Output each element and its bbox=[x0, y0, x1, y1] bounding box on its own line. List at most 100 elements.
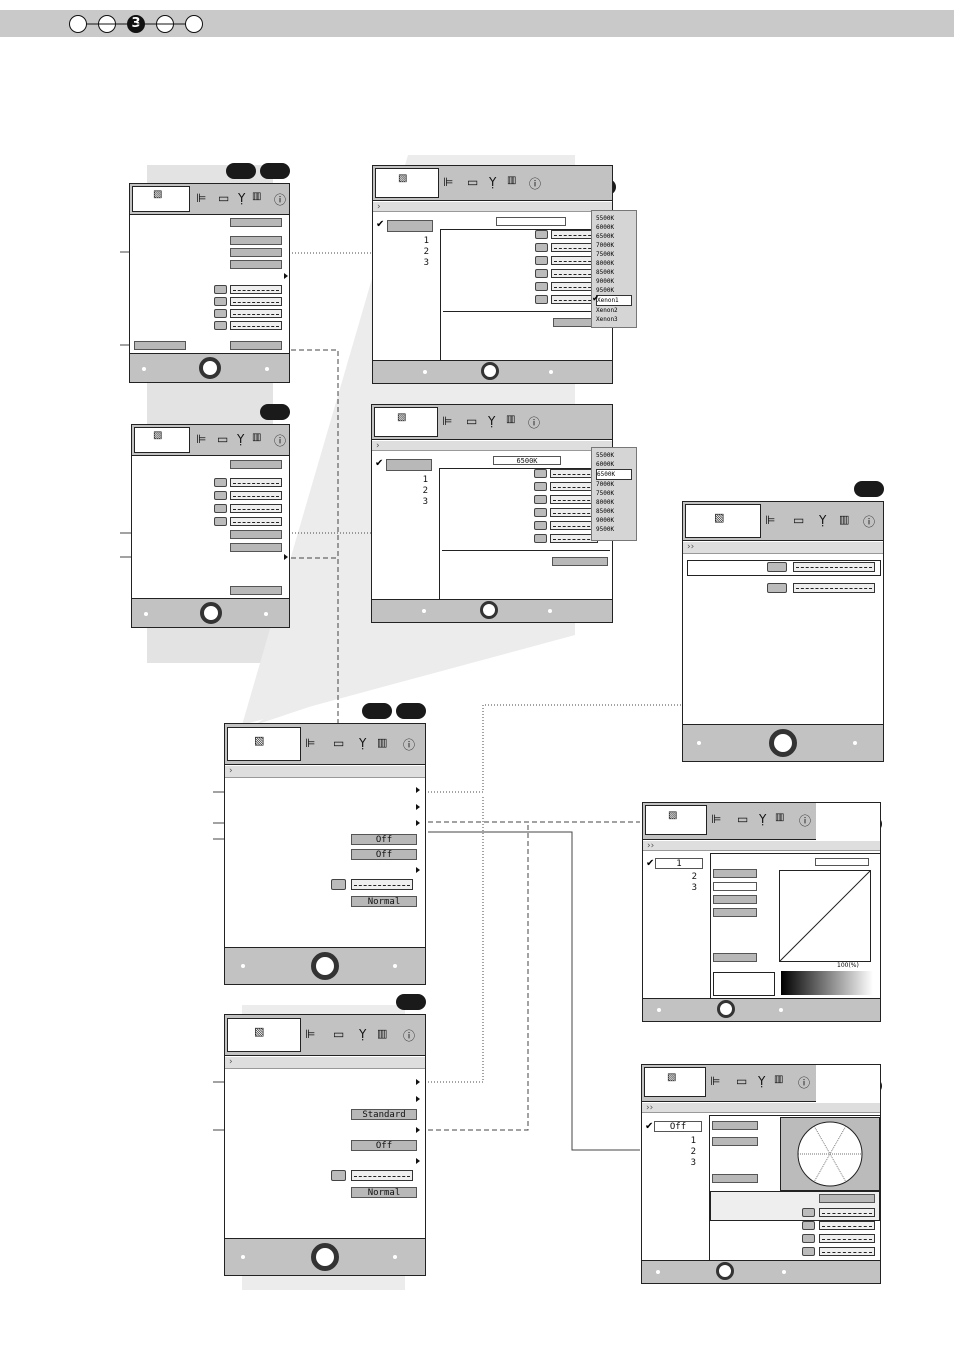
panel-icon[interactable]: ▥ bbox=[507, 175, 517, 186]
lifebuoy-icon[interactable] bbox=[480, 601, 498, 619]
value-field[interactable]: Off bbox=[351, 834, 417, 845]
input-icon[interactable]: ⊫ bbox=[442, 414, 453, 428]
tool-icon[interactable]: Ỵ bbox=[489, 175, 497, 189]
tool-icon[interactable]: Ỵ bbox=[819, 513, 827, 527]
lifebuoy-icon[interactable] bbox=[481, 362, 499, 380]
color-temp-dropdown[interactable]: 5500K 6000K 6500K 7000K 7500K 8000K 8500… bbox=[591, 210, 637, 328]
picture-tab[interactable]: ▧ bbox=[132, 186, 190, 212]
dropdown-option[interactable]: 6000K bbox=[596, 461, 615, 468]
value-field[interactable] bbox=[713, 953, 757, 962]
dropdown-option[interactable]: 6000K bbox=[596, 224, 615, 231]
dropdown-option[interactable]: 8000K bbox=[596, 499, 615, 506]
dropdown-option[interactable]: 9000K bbox=[596, 278, 615, 285]
dropdown-option-selected[interactable]: 6500K bbox=[596, 469, 632, 480]
input-icon[interactable]: ⊫ bbox=[305, 1027, 316, 1041]
dropdown-option[interactable]: 5500K bbox=[596, 215, 615, 222]
lifebuoy-icon[interactable] bbox=[716, 1262, 734, 1280]
value-field[interactable] bbox=[230, 460, 282, 469]
value-field[interactable] bbox=[230, 260, 282, 269]
screen-icon[interactable]: ▭ bbox=[217, 432, 229, 446]
screen-icon[interactable]: ▭ bbox=[737, 812, 749, 826]
slider[interactable] bbox=[230, 321, 282, 330]
dropdown-option[interactable]: Xenon2 bbox=[596, 307, 618, 314]
value-field[interactable] bbox=[712, 1137, 758, 1146]
slider[interactable] bbox=[819, 1208, 875, 1217]
value-field[interactable] bbox=[815, 858, 869, 866]
picture-tab[interactable]: ▧ bbox=[645, 805, 707, 835]
picture-tab[interactable]: ▧ bbox=[644, 1067, 706, 1097]
value-field[interactable]: Normal bbox=[351, 1187, 417, 1198]
value-field[interactable] bbox=[713, 882, 757, 891]
preset-field[interactable] bbox=[387, 220, 433, 232]
dropdown-option[interactable]: 9500K bbox=[596, 526, 615, 533]
dropdown-option[interactable]: 8500K bbox=[596, 269, 615, 276]
value-field[interactable]: Off bbox=[351, 1140, 417, 1151]
lifebuoy-icon[interactable] bbox=[769, 729, 797, 757]
slider[interactable] bbox=[351, 879, 413, 890]
picture-tab[interactable]: ▧ bbox=[685, 504, 761, 538]
screen-icon[interactable]: ▭ bbox=[736, 1074, 748, 1088]
dropdown-option[interactable]: 7500K bbox=[596, 490, 615, 497]
slider[interactable] bbox=[230, 309, 282, 318]
dropdown-option[interactable]: 5500K bbox=[596, 452, 615, 459]
panel-icon[interactable]: ▥ bbox=[377, 736, 388, 749]
screen-icon[interactable]: ▭ bbox=[793, 513, 805, 527]
value-field[interactable] bbox=[713, 895, 757, 904]
preset-field[interactable]: 1 bbox=[655, 858, 703, 869]
preset-field[interactable]: Off bbox=[654, 1121, 702, 1132]
value-field[interactable] bbox=[819, 1194, 875, 1203]
value-field[interactable] bbox=[712, 1174, 758, 1183]
panel-icon[interactable]: ▥ bbox=[839, 513, 850, 526]
screen-icon[interactable]: ▭ bbox=[466, 414, 478, 428]
color-temp-dropdown-2[interactable]: 5500K 6000K 6500K 7000K 7500K 8000K 8500… bbox=[591, 447, 637, 541]
slider[interactable] bbox=[793, 562, 875, 572]
slider[interactable] bbox=[793, 583, 875, 593]
slider[interactable] bbox=[230, 504, 282, 513]
slider[interactable] bbox=[351, 1170, 413, 1181]
input-icon[interactable]: ⊫ bbox=[710, 1074, 721, 1088]
value-field[interactable] bbox=[230, 530, 282, 539]
info-icon[interactable]: ⓘ bbox=[799, 814, 812, 828]
picture-tab[interactable]: ▧ bbox=[375, 168, 439, 198]
value-field[interactable] bbox=[230, 218, 282, 227]
info-icon[interactable]: ⓘ bbox=[798, 1076, 811, 1090]
dropdown-option[interactable]: 7000K bbox=[596, 481, 615, 488]
value-field[interactable] bbox=[712, 1121, 758, 1130]
slider[interactable] bbox=[230, 285, 282, 294]
lifebuoy-icon[interactable] bbox=[199, 357, 221, 379]
info-icon[interactable]: ⓘ bbox=[528, 416, 541, 430]
dropdown-option[interactable]: 9000K bbox=[596, 517, 615, 524]
screen-icon[interactable]: ▭ bbox=[333, 736, 345, 750]
picture-tab[interactable]: ▧ bbox=[134, 427, 190, 453]
tool-icon[interactable]: Ỵ bbox=[759, 812, 767, 826]
dropdown-option[interactable]: 8000K bbox=[596, 260, 615, 267]
tool-icon[interactable]: Ỵ bbox=[238, 191, 246, 205]
input-icon[interactable]: ⊫ bbox=[305, 736, 316, 750]
dropdown-option[interactable]: 8500K bbox=[596, 508, 615, 515]
value-field[interactable] bbox=[230, 248, 282, 257]
screen-icon[interactable]: ▭ bbox=[218, 191, 230, 205]
info-icon[interactable]: ⓘ bbox=[274, 193, 287, 207]
info-icon[interactable]: ⓘ bbox=[403, 738, 416, 752]
dropdown-option[interactable]: 6500K bbox=[596, 233, 615, 240]
lifebuoy-icon[interactable] bbox=[311, 952, 339, 980]
info-icon[interactable]: ⓘ bbox=[863, 515, 876, 529]
slider[interactable] bbox=[819, 1234, 875, 1243]
temp-field[interactable]: 6500K bbox=[493, 456, 561, 465]
tool-icon[interactable]: Ỵ bbox=[758, 1074, 766, 1088]
slider[interactable] bbox=[230, 297, 282, 306]
preset-field[interactable] bbox=[386, 459, 432, 471]
input-icon[interactable]: ⊫ bbox=[196, 191, 207, 205]
screen-icon[interactable]: ▭ bbox=[333, 1027, 345, 1041]
input-icon[interactable]: ⊫ bbox=[765, 513, 776, 527]
dropdown-option[interactable]: Xenon3 bbox=[596, 316, 618, 323]
value-field[interactable] bbox=[230, 236, 282, 245]
temp-field[interactable] bbox=[496, 217, 566, 226]
slider[interactable] bbox=[230, 478, 282, 487]
value-field[interactable] bbox=[230, 586, 282, 595]
tool-icon[interactable]: Ỵ bbox=[237, 432, 245, 446]
lifebuoy-icon[interactable] bbox=[200, 602, 222, 624]
input-icon[interactable]: ⊫ bbox=[196, 432, 207, 446]
value-field[interactable] bbox=[713, 908, 757, 917]
panel-icon[interactable]: ▥ bbox=[252, 191, 262, 202]
